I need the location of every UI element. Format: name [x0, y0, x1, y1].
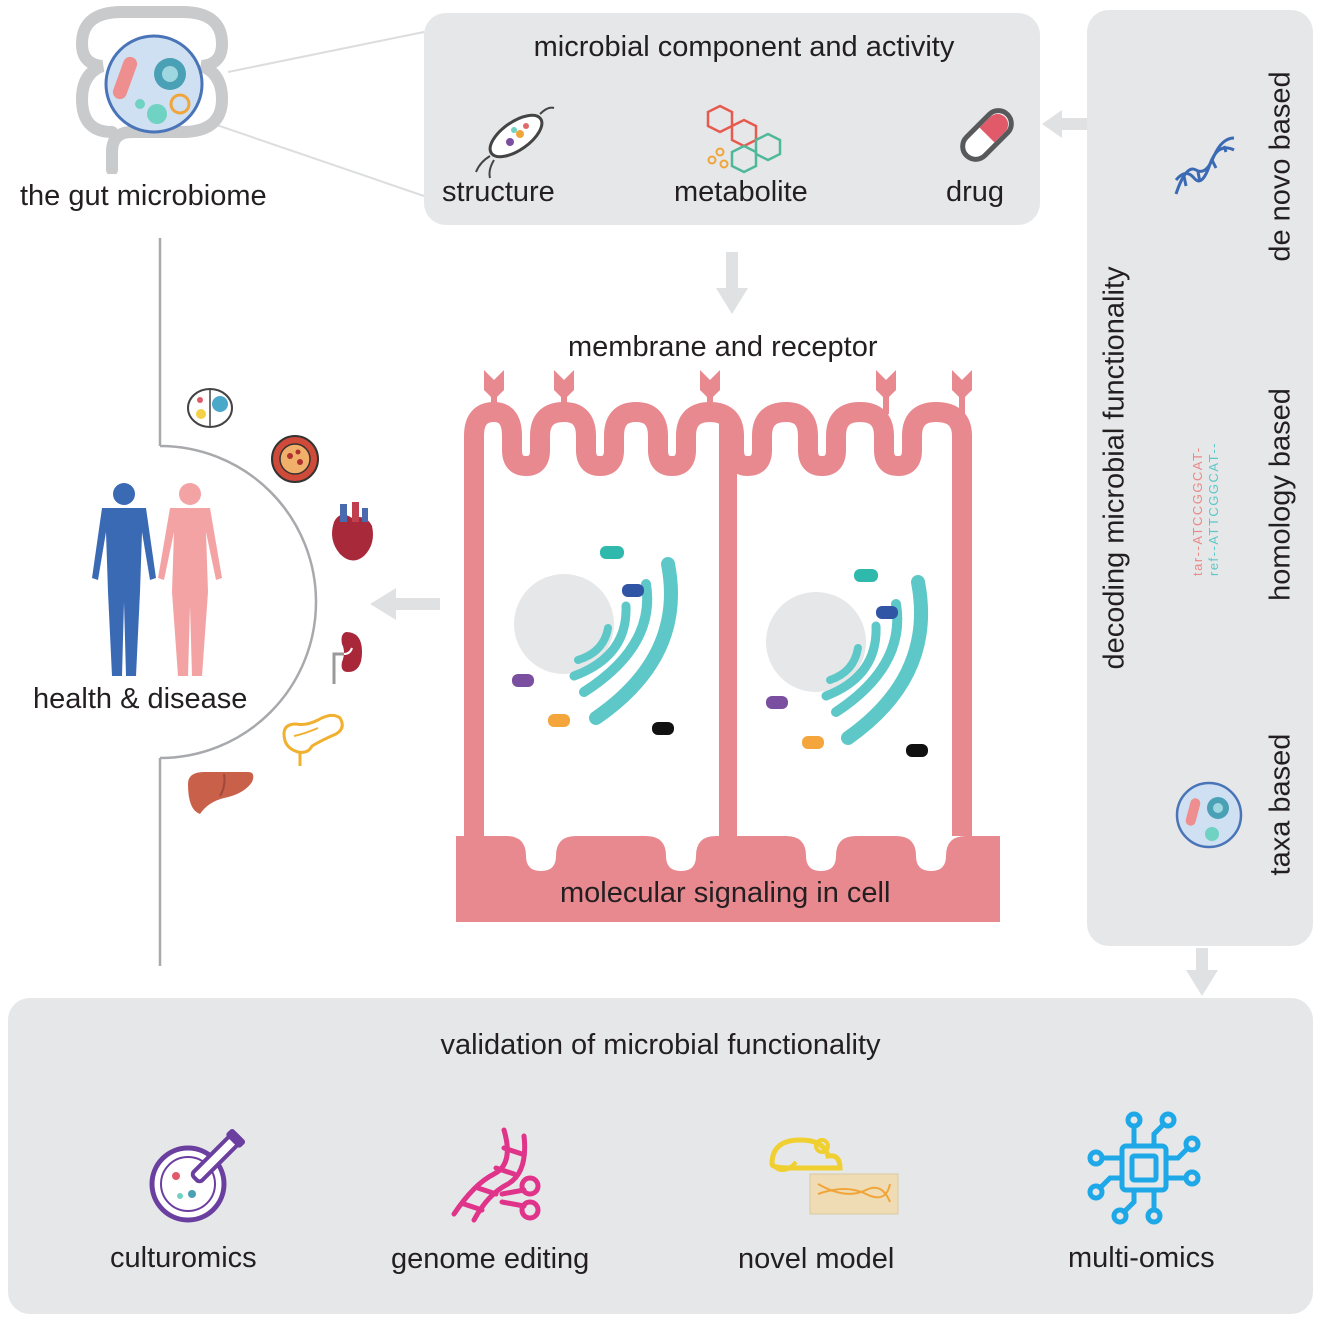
metabolite-label: metabolite: [674, 176, 808, 208]
decoding-panel-title: decoding microbial functionality: [1098, 266, 1131, 670]
drug-label: drug: [946, 176, 1005, 208]
de-novo-label: de novo based: [1264, 71, 1297, 262]
kidney-icon: [330, 628, 364, 686]
heart-icon: [326, 500, 376, 566]
arrow-down-icon: [716, 252, 748, 314]
microbe-icon: [1174, 780, 1244, 850]
gut-connector-lines: [207, 31, 425, 197]
molecule-icon: [700, 100, 784, 174]
health-bracket: [158, 238, 318, 966]
epithelial-cells: [456, 366, 1000, 922]
svg-text:ref--ATTCGGCAT--: ref--ATTCGGCAT--: [1206, 442, 1221, 576]
liver-icon: [184, 768, 256, 816]
crispr-icon: [444, 1124, 548, 1224]
svg-text:tar--ATCCGGCAT-: tar--ATCCGGCAT-: [1190, 446, 1205, 576]
bacterium-icon: [468, 100, 558, 180]
arrow-left-icon: [370, 588, 440, 620]
validation-panel-title: validation of microbial functionality: [440, 1029, 881, 1061]
health-disease-label: health & disease: [33, 683, 248, 715]
brain-icon: [186, 386, 234, 430]
signaling-label: molecular signaling in cell: [560, 877, 891, 909]
pill-icon: [954, 104, 1020, 166]
arrow-down-icon: [1186, 948, 1218, 996]
component-panel-title: microbial component and activity: [533, 31, 955, 63]
human-figures-icon: [80, 482, 240, 678]
pancreas-icon: [278, 708, 348, 768]
taxa-label: taxa based: [1264, 733, 1297, 876]
chip-icon: [1086, 1110, 1202, 1226]
arrow-left-icon: [1042, 110, 1088, 138]
intestine-icon: [72, 4, 232, 176]
blood-vessel-icon: [270, 434, 320, 484]
homology-label: homology based: [1264, 388, 1297, 601]
mouse-model-icon: [766, 1134, 900, 1216]
petri-dish-icon: [148, 1124, 250, 1224]
membrane-receptor-label: membrane and receptor: [568, 331, 878, 363]
multi-omics-label: multi-omics: [1068, 1242, 1215, 1274]
culturomics-label: culturomics: [110, 1242, 257, 1274]
novel-model-label: novel model: [738, 1243, 895, 1275]
dna-icon: [1172, 134, 1238, 196]
genome-editing-label: genome editing: [391, 1243, 590, 1275]
sequence-alignment-icon: tar--ATCCGGCAT- ref--ATTCGGCAT--: [1188, 416, 1228, 580]
gut-microbiome-label: the gut microbiome: [20, 180, 267, 212]
structure-label: structure: [442, 176, 555, 208]
